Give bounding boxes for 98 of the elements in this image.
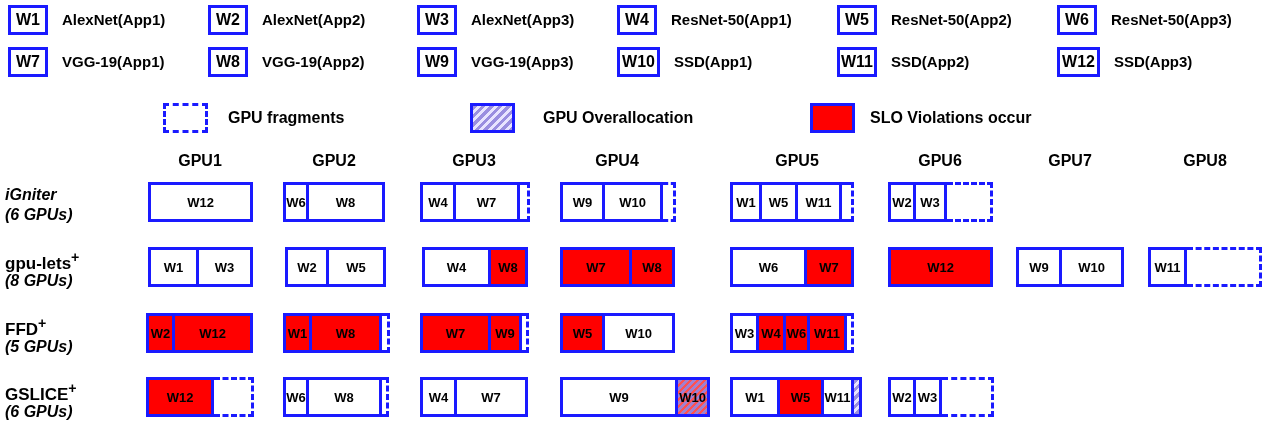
workload-slot: W1 [730,182,762,222]
fragment-box [842,182,854,222]
workload-name: SSD(App2) [891,53,970,70]
workload-slot: W12 [148,182,253,222]
fragment-box [520,182,530,222]
row-label: (8 GPUs) [5,272,73,290]
workload-key-box: W12 [1057,47,1100,77]
workload-slot: W12 [172,313,253,353]
workload-name: VGG-19(App2) [262,53,365,70]
workload-slot: W8 [629,247,675,287]
workload-slot: W10 [1059,247,1124,287]
column-heading: GPU6 [917,152,963,170]
workload-key-box: W9 [417,47,457,77]
workload-slot: W3 [913,182,947,222]
workload-key-box: W1 [8,5,48,35]
workload-slot: W2 [285,247,329,287]
workload-slot: W2 [888,377,916,417]
workload-slot: W4 [422,247,491,287]
workload-name: ResNet-50(App2) [891,11,1012,28]
workload-name: ResNet-50(App1) [671,11,792,28]
legend-label: SLO Violations occur [870,109,1032,127]
workload-slot: W11 [1148,247,1187,287]
workload-key-box: W2 [208,5,248,35]
fragment-box [942,377,994,417]
workload-key-box: W4 [617,5,657,35]
workload-key-box: W5 [837,5,877,35]
workload-slot: W8 [309,313,382,353]
workload-key-box: W6 [1057,5,1097,35]
fragment-box [947,182,993,222]
column-heading: GPU1 [177,152,223,170]
workload-slot: W6 [283,182,309,222]
workload-key-box: W7 [8,47,48,77]
column-heading: GPU2 [311,152,357,170]
workload-slot: W12 [888,247,993,287]
legend-label: GPU Overallocation [543,109,694,127]
workload-slot: W10 [602,313,675,353]
workload-slot: W12 [146,377,214,417]
workload-name: AlexNet(App3) [471,11,575,28]
row-label: (5 GPUs) [5,338,73,356]
workload-slot: W8 [488,247,528,287]
workload-slot: W1 [148,247,199,287]
workload-key-box: W11 [837,47,877,77]
workload-slot: W8 [306,182,385,222]
workload-slot: W9 [488,313,522,353]
column-heading: GPU7 [1047,152,1093,170]
workload-slot: W9 [560,377,678,417]
overallocation-bar [851,377,862,417]
workload-slot: W6 [283,377,309,417]
workload-slot: W7 [804,247,854,287]
row-label: (6 GPUs) [5,403,73,421]
workload-slot: W3 [913,377,942,417]
row-label: (6 GPUs) [5,206,73,224]
workload-slot: W10 [602,182,663,222]
workload-key-box: W8 [208,47,248,77]
column-heading: GPU5 [774,152,820,170]
workload-slot: W3 [196,247,253,287]
fragment-box [382,377,389,417]
workload-name: AlexNet(App1) [62,11,166,28]
workload-slot: W7 [420,313,491,353]
row-label: gpu-lets$^{+}$ [5,249,80,274]
workload-slot: W8 [306,377,382,417]
workload-name: VGG-19(App1) [62,53,165,70]
workload-slot: W1 [730,377,780,417]
workload-name: VGG-19(App3) [471,53,574,70]
workload-slot: W9 [560,182,605,222]
fragment-box [382,313,390,353]
column-heading: GPU4 [594,152,640,170]
fragment-box [847,313,854,353]
workload-key-box: W3 [417,5,457,35]
workload-name: AlexNet(App2) [262,11,366,28]
workload-slot: W11 [807,313,847,353]
workload-slot: W5 [777,377,824,417]
workload-slot: W5 [560,313,605,353]
workload-slot: W4 [420,182,456,222]
fragment-box [663,182,676,222]
column-heading: GPU3 [451,152,497,170]
workload-slot: W7 [454,377,528,417]
workload-key-box: W10 [617,47,660,77]
fragment-box [214,377,254,417]
workload-name: SSD(App1) [674,53,753,70]
fragment-box [522,313,529,353]
row-label: FFD$^{+}$ [5,315,47,340]
workload-slot: W6 [730,247,807,287]
column-heading: GPU8 [1182,152,1228,170]
workload-slot: W11 [795,182,842,222]
row-label: iGniter [5,186,57,204]
workload-slot: W5 [326,247,386,287]
workload-name: ResNet-50(App3) [1111,11,1232,28]
workload-slot: W2 [888,182,916,222]
workload-slot: W5 [759,182,798,222]
fragment-box [1187,247,1262,287]
workload-slot: W7 [453,182,520,222]
workload-slot: W4 [756,313,786,353]
workload-slot: W7 [560,247,632,287]
workload-name: SSD(App3) [1114,53,1193,70]
legend-label: GPU fragments [228,109,345,127]
row-label: GSLICE$^{+}$ [5,380,77,405]
workload-slot: W9 [1016,247,1062,287]
